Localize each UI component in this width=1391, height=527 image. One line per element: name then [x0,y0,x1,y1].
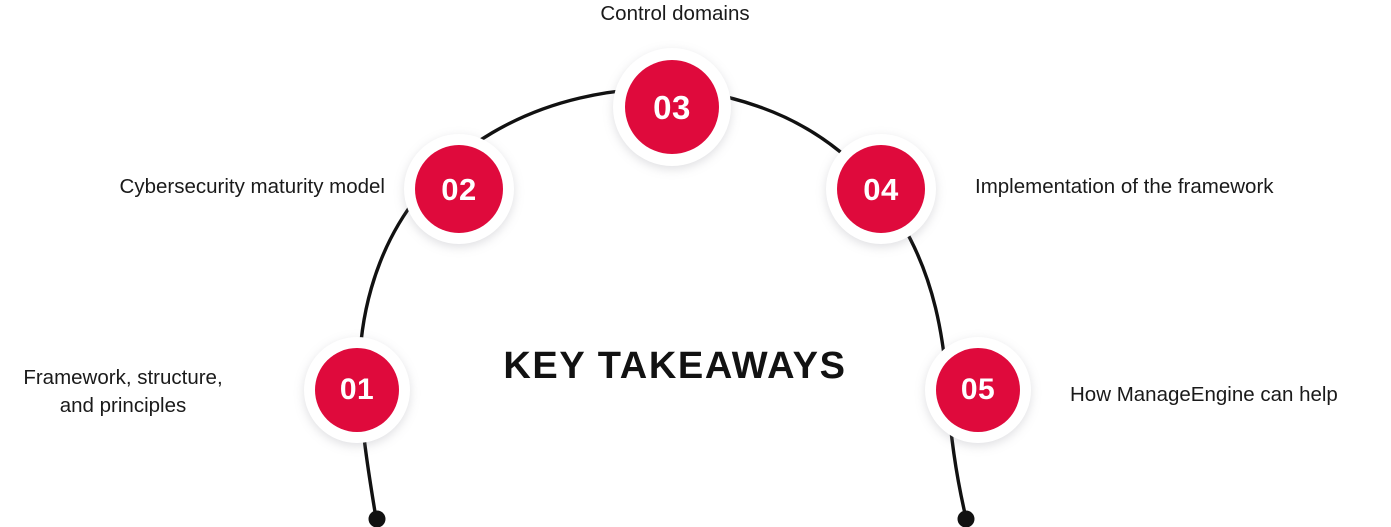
step-number-05: 05 [936,348,1020,432]
step-node-04[interactable]: 04 [826,134,936,244]
step-label-04: Implementation of the framework [975,175,1274,198]
arc-end-dot-left-icon [368,510,386,527]
page-title: KEY TAKEAWAYS [503,345,847,387]
step-label-05: How ManageEngine can help [1070,383,1338,406]
step-number-01: 01 [315,348,399,432]
step-label-03: Control domains [600,2,750,25]
step-node-05[interactable]: 05 [925,337,1031,443]
step-label-01: Framework, structure, and principles [23,366,223,417]
step-node-01[interactable]: 01 [304,337,410,443]
step-label-02: Cybersecurity maturity model [119,175,385,198]
step-number-02: 02 [415,145,503,233]
step-number-04: 04 [837,145,925,233]
arc-end-dot-right-icon [957,510,975,527]
step-node-03[interactable]: 03 [613,48,731,166]
step-number-03: 03 [625,60,719,154]
step-node-02[interactable]: 02 [404,134,514,244]
